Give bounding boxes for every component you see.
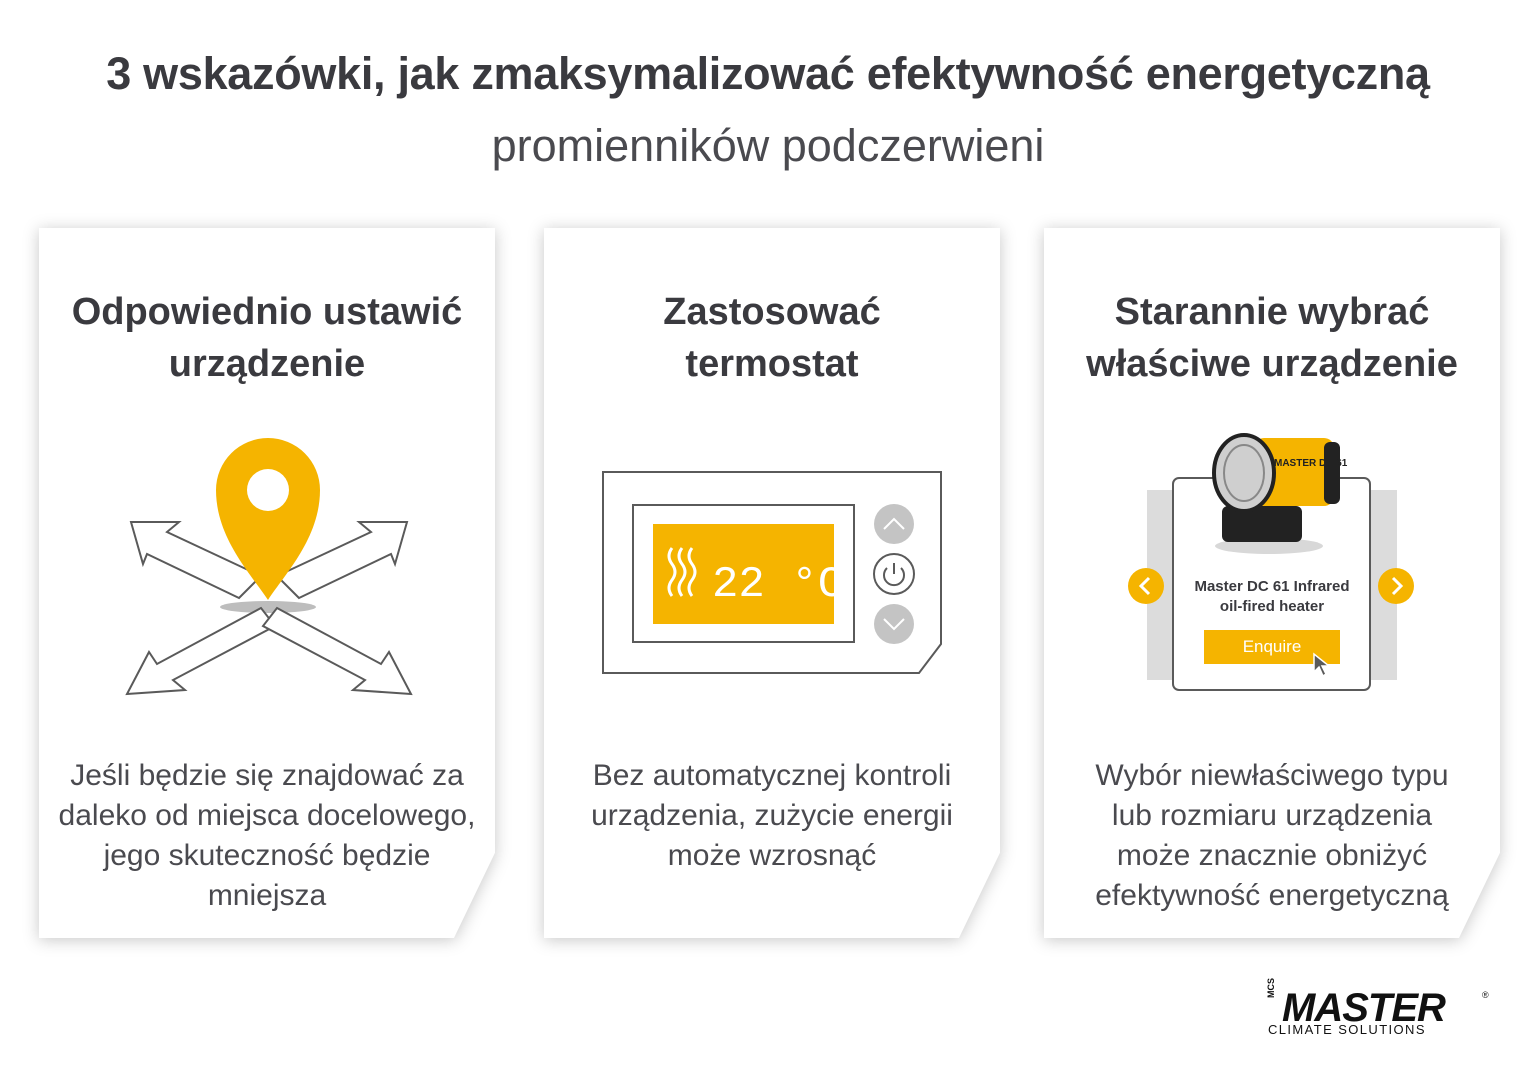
tip-card-2-shadow: Zastosować termostat 22 °C Bez automatyc… [544, 228, 1000, 938]
chevron-left-icon [1138, 576, 1151, 596]
card-description: Wybór niewłaściwego typu lub rozmiaru ur… [1095, 759, 1449, 912]
tip-card-3: Starannie wybrać właściwe urządzenie MAS… [1044, 228, 1500, 938]
thermostat-icon: 22 °C [602, 471, 942, 674]
logo-mark: MCS [1266, 978, 1276, 998]
thermostat-display: 22 °C [712, 560, 844, 610]
cursor-icon [1313, 652, 1332, 678]
tip-card-3-shadow: Starannie wybrać właściwe urządzenie MAS… [1044, 228, 1500, 938]
card-heading: Zastosować termostat [663, 291, 881, 385]
tip-card-1-shadow: Odpowiednio ustawić urządzenie Jeśli będ… [39, 228, 495, 938]
page-subtitle: promienników podczerwieni [491, 120, 1045, 171]
carousel-prev-button[interactable] [1128, 568, 1164, 604]
location-pin-arrows-icon [125, 438, 413, 696]
card-heading: Odpowiednio ustawić urządzenie [71, 291, 463, 385]
logo-registered: ® [1482, 990, 1489, 1000]
tip-card-1: Odpowiednio ustawić urządzenie Jeśli będ… [39, 228, 495, 938]
tip-card-2: Zastosować termostat 22 °C Bez automatyc… [544, 228, 1000, 938]
card-description: Jeśli będzie się znajdować za daleko od … [58, 759, 476, 912]
page-title: 3 wskazówki, jak zmaksymalizować efektyw… [106, 48, 1430, 99]
logo-name: MASTER [1282, 986, 1446, 1030]
card-description: Bez automatycznej kontroli urządzenia, z… [591, 759, 953, 872]
brand-logo: MCS MASTER ® CLIMATE SOLUTIONS [1266, 978, 1489, 1040]
chevron-right-icon [1391, 576, 1404, 596]
product-carousel-icon: MASTER DC 61 [1147, 433, 1397, 691]
card-heading: Starannie wybrać właściwe urządzenie [1086, 291, 1458, 385]
logo-tagline: CLIMATE SOLUTIONS [1268, 1022, 1426, 1037]
carousel-next-button[interactable] [1378, 568, 1414, 604]
svg-text:MASTER DC 61: MASTER DC 61 [1274, 458, 1348, 469]
product-name: Master DC 61 Infrared oil-fired heater [1194, 578, 1350, 615]
heater-image: MASTER DC 61 [1212, 433, 1348, 554]
